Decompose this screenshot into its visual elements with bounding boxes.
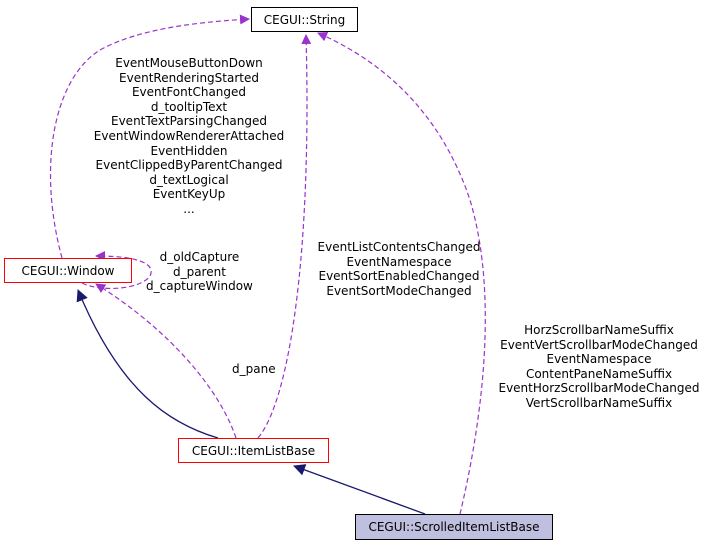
node-cegui-scrolleditemlistbase[interactable]: CEGUI::ScrolledItemListBase <box>355 514 553 540</box>
edge-label-line: EventListContentsChanged <box>317 240 481 254</box>
edge-label-line: EventTextParsingChanged <box>111 114 267 129</box>
edge-label-line: EventClippedByParentChanged <box>95 158 283 173</box>
node-cegui-window-label: CEGUI::Window <box>21 263 115 278</box>
edge-scrolled-inherits-itemlist <box>293 464 426 515</box>
node-cegui-itemlistbase-label: CEGUI::ItemListBase <box>191 443 316 458</box>
edge-label-line: EventNamespace <box>546 352 652 367</box>
edge-label-line: EventFontChanged <box>131 85 247 100</box>
edge-label-line: EventRenderingStarted <box>119 70 259 85</box>
edge-label-line: EventSortEnabledChanged <box>318 269 480 284</box>
edge-label-window-self: d_oldCapture d_parent d_captureWindow <box>146 250 253 294</box>
edge-label-line: ... <box>183 201 195 216</box>
edge-label-line: d_tooltipText <box>150 99 228 114</box>
edge-label-line: EventHidden <box>150 143 228 158</box>
edge-label-line: ContentPaneNameSuffix <box>525 366 673 381</box>
edge-label-line: d_parent <box>172 264 226 279</box>
edge-label-line: HorzScrollbarNameSuffix <box>524 323 674 337</box>
node-cegui-string[interactable]: CEGUI::String <box>251 7 358 32</box>
edge-label-line: VertScrollbarNameSuffix <box>525 395 673 410</box>
edge-label-line: EventKeyUp <box>152 187 226 202</box>
edge-itemlist-inherits-window <box>76 289 219 439</box>
edge-label-line: EventNamespace <box>346 254 452 269</box>
edge-itemlist-uses-window <box>95 283 237 439</box>
edge-label-line: d_textLogical <box>149 172 229 187</box>
node-cegui-window[interactable]: CEGUI::Window <box>4 258 132 283</box>
edge-label-line: d_captureWindow <box>146 279 253 294</box>
edge-itemlist-uses-string <box>257 34 312 439</box>
edge-label-line: EventHorzScrollbarModeChanged <box>498 381 700 396</box>
edge-scrolled-uses-string <box>317 32 486 515</box>
edge-label-line: EventSortModeChanged <box>326 283 472 298</box>
edge-window-uses-string <box>49 14 250 259</box>
edge-label-itemlist-window: d_pane <box>232 362 276 377</box>
edge-label-line: EventMouseButtonDown <box>115 56 263 70</box>
edge-label-line: d_oldCapture <box>159 250 240 264</box>
edge-label-line: d_pane <box>232 362 276 376</box>
edge-label-line: EventVertScrollbarModeChanged <box>500 337 698 352</box>
edge-label-line: EventWindowRendererAttached <box>93 128 285 143</box>
node-cegui-string-label: CEGUI::String <box>263 12 346 27</box>
node-cegui-scrolleditemlistbase-label: CEGUI::ScrolledItemListBase <box>368 520 540 534</box>
node-cegui-itemlistbase[interactable]: CEGUI::ItemListBase <box>178 438 329 463</box>
edge-label-itemlist-string: EventListContentsChanged EventNamespace … <box>316 240 482 298</box>
edge-label-window-string: EventMouseButtonDown EventRenderingStart… <box>93 56 285 217</box>
edge-label-scrolled-string: HorzScrollbarNameSuffix EventVertScrollb… <box>497 323 701 411</box>
